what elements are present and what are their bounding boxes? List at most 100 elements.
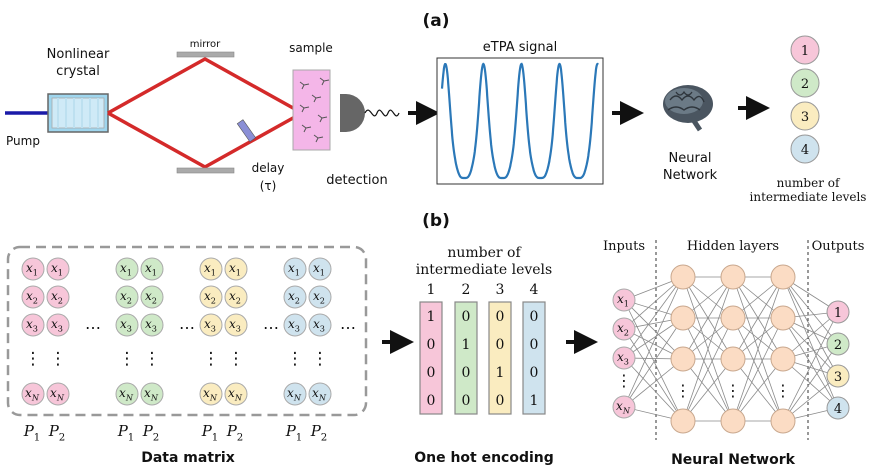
nn-output-label: 3 [834, 370, 842, 385]
onehot-cell: 0 [427, 393, 436, 409]
data-cell-blue-col2-row1 [308, 257, 332, 281]
svg-text:1: 1 [801, 44, 809, 59]
sample-label: sample [289, 41, 333, 55]
data-cell-symbol: x3 [26, 317, 38, 334]
nn-connection [623, 276, 684, 408]
brain-icon [663, 85, 713, 132]
nn-hidden-node-l2-n2 [720, 305, 746, 331]
nn-connection [782, 276, 839, 345]
level-circle-4: 4 [790, 134, 820, 164]
data-cell-symbol: x3 [313, 317, 325, 334]
level-circle-3: 3 [790, 101, 820, 131]
mirror-top [176, 51, 235, 58]
onehot-column-1 [419, 301, 443, 415]
nn-hidden-node-l1-n1 [670, 264, 696, 290]
vertical-dots: ⋮ [287, 349, 304, 369]
crystal-label-line1: Nonlinear [47, 47, 110, 62]
horizontal-ellipsis: … [263, 314, 279, 333]
column-label-P2: P2 [142, 422, 160, 444]
detection-label: detection [326, 173, 387, 188]
nn-connection [623, 276, 684, 359]
data-cell-yellow-col1-row3 [199, 313, 223, 337]
onehot-col-header-3: 3 [496, 282, 505, 298]
laser-path-lower [107, 111, 303, 170]
pump-label: Pump [6, 134, 40, 148]
column-label-P1: P1 [201, 422, 219, 444]
data-cell-green-col1-row2 [115, 285, 139, 309]
data-cell-yellow-col2-row1 [224, 257, 248, 281]
nn-connection [623, 317, 684, 408]
onehot-cell: 1 [530, 393, 539, 409]
nn-connection [782, 276, 839, 377]
panel-b-label: (b) [422, 211, 450, 231]
data-cell-green-col1-row1 [115, 257, 139, 281]
data-cell-blue-col1-row2 [283, 285, 307, 309]
onehot-header-line1: number of [447, 245, 522, 261]
level-circle-2: 2 [790, 68, 820, 98]
onehot-column-2 [454, 301, 478, 415]
onehot-cell: 1 [496, 365, 505, 381]
vertical-dots: ⋮ [775, 381, 791, 400]
horizontal-ellipsis: … [179, 314, 195, 333]
svg-text:4: 4 [801, 143, 809, 158]
data-cell-yellow-col1-row1 [199, 257, 223, 281]
column-label-P1: P1 [23, 422, 41, 444]
data-cell-blue-col2-row2 [308, 285, 332, 309]
data-cell-yellow-col2-row2 [224, 285, 248, 309]
data-cell-symbol: xN [287, 386, 302, 403]
data-cell-yellow-col1-row4 [199, 382, 223, 406]
panel-a: (a) Pump Nonlinear crystal mirror delay … [5, 11, 866, 204]
onehot-cell: 1 [462, 337, 471, 353]
nn-input-symbol: x1 [617, 292, 629, 309]
horizontal-ellipsis: … [85, 314, 101, 333]
nn-inputs-label: Inputs [603, 239, 645, 254]
data-cell-blue-col2-row3 [308, 313, 332, 337]
data-cell-blue-col1-row4 [283, 382, 307, 406]
data-cell-symbol: x2 [51, 289, 63, 306]
delay-plate [236, 119, 257, 143]
data-cell-pink-col2-row2 [46, 285, 70, 309]
data-cell-symbol: x1 [229, 261, 241, 278]
data-cell-symbol: x2 [288, 289, 300, 306]
nn-caption: Neural Network [671, 452, 796, 468]
mirror-label: mirror [190, 39, 221, 50]
data-cell-green-col2-row1 [140, 257, 164, 281]
onehot-cell: 0 [530, 309, 539, 325]
nn-hidden-node-l3-n2 [770, 305, 796, 331]
vertical-dots: ⋮ [144, 349, 161, 369]
nn-connection [682, 276, 734, 422]
nn-hidden-node-l1-n3 [670, 346, 696, 372]
onehot-cell: 0 [462, 365, 471, 381]
nn-connection [623, 358, 684, 408]
nn-outputs-label: Outputs [812, 239, 865, 254]
data-cell-symbol: x1 [51, 261, 63, 278]
data-cell-yellow-col2-row4 [224, 382, 248, 406]
data-cell-blue-col1-row1 [283, 257, 307, 281]
nn-output-label: 4 [834, 402, 842, 417]
onehot-column-3 [488, 301, 512, 415]
data-cell-symbol: xN [228, 386, 243, 403]
data-cell-symbol: x2 [229, 289, 241, 306]
nn-connection [732, 276, 784, 422]
nn-input-node-3 [612, 346, 636, 370]
onehot-cell: 0 [427, 337, 436, 353]
data-matrix-caption: Data matrix [141, 450, 235, 466]
onehot-cell: 0 [427, 365, 436, 381]
onehot-cell: 0 [496, 337, 505, 353]
data-cell-symbol: x1 [313, 261, 325, 278]
data-cell-yellow-col2-row3 [224, 313, 248, 337]
nn-hidden-node-l2-n4 [720, 408, 746, 434]
nn-connection [782, 343, 839, 422]
onehot-cell: 1 [427, 309, 436, 325]
onehot-cell: 0 [462, 393, 471, 409]
column-label-P1: P1 [285, 422, 303, 444]
nn-hidden-label: Hidden layers [687, 239, 779, 254]
data-cell-symbol: x1 [120, 261, 132, 278]
signal-curve [440, 62, 599, 180]
data-cell-symbol: x3 [120, 317, 132, 334]
delay-label-line1: delay [252, 161, 285, 175]
panel-a-label: (a) [422, 11, 449, 31]
onehot-col-header-4: 4 [530, 282, 539, 298]
crystal-label-line2: crystal [56, 64, 100, 79]
